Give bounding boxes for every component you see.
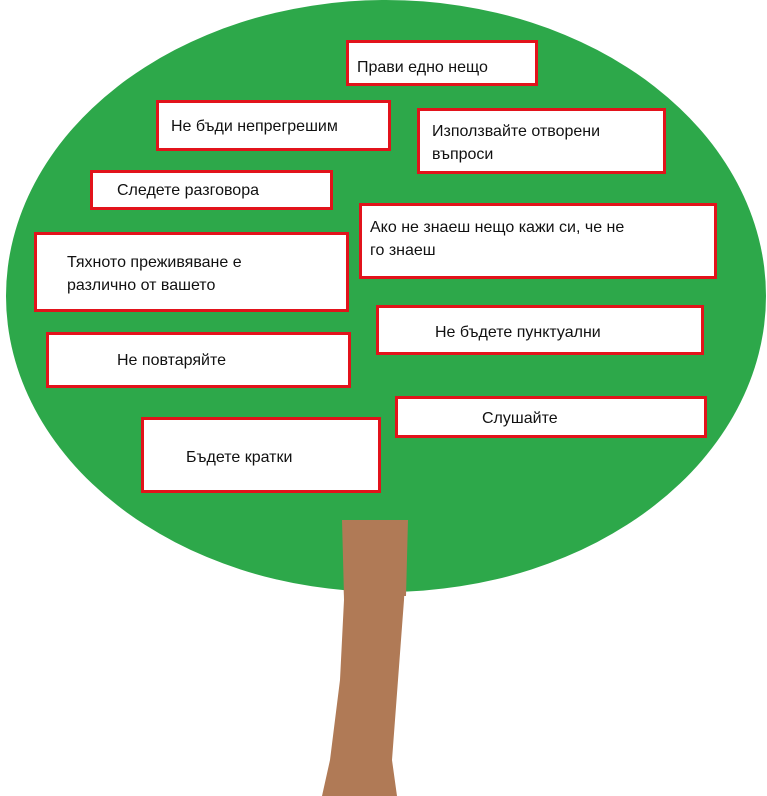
card-text: Не повтаряйте <box>117 352 227 369</box>
card-use-open-questions: Използвайте отворени въпроси <box>417 108 666 174</box>
tree-trunk-upper <box>342 520 408 596</box>
card-dont-repeat: Не повтаряйте <box>46 332 351 388</box>
card-text: Следете разговора <box>117 182 259 199</box>
card-text: Прави едно нещо <box>357 59 488 76</box>
card-be-brief: Бъдете кратки <box>141 417 381 493</box>
card-follow-conversation: Следете разговора <box>90 170 333 210</box>
card-text: Бъдете кратки <box>186 449 293 466</box>
card-dont-be-infallible: Не бъди непрегрешим <box>156 100 391 151</box>
card-text: Използвайте отворени въпроси <box>432 123 601 163</box>
card-listen: Слушайте <box>395 396 707 438</box>
card-if-you-dont-know: Ако не знаеш нещо кажи си, че не го знае… <box>359 203 717 279</box>
card-text: Не бъдете пунктуални <box>435 324 601 341</box>
card-text: Слушайте <box>482 410 558 427</box>
card-text: Не бъди непрегрешим <box>171 118 338 135</box>
card-text: Ако не знаеш нещо кажи си, че не го знае… <box>370 219 625 259</box>
card-dont-be-punctual: Не бъдете пунктуални <box>376 305 704 355</box>
card-do-one-thing: Прави едно нещо <box>346 40 538 86</box>
card-their-experience: Тяхното преживяване е различно от вашето <box>34 232 349 312</box>
card-text: Тяхното преживяване е различно от вашето <box>67 254 242 294</box>
